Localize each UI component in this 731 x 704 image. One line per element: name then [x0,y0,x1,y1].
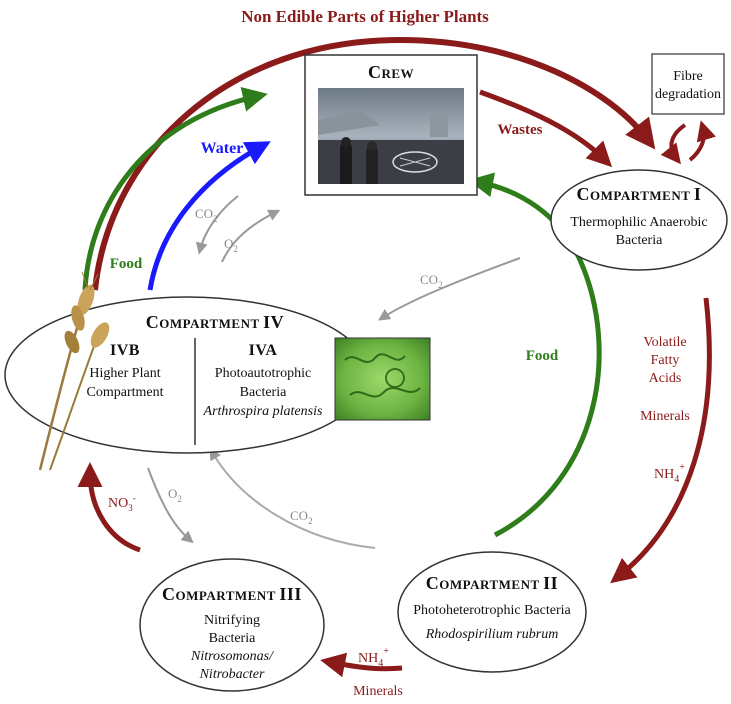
comp4-a-head: IVA [249,342,278,359]
co2-arrow-comp2-to-comp4 [209,447,376,549]
comp4-title-rest: OMPARTMENT [159,316,263,331]
crew-box: CREW [304,54,478,196]
nh4-bottom-arrow [320,652,403,678]
co2-arrow-crew-down [195,195,239,255]
comp3-title-rest: OMPARTMENT [176,588,280,603]
compartment-3: COMPARTMENT III Nitrifying Bacteria Nitr… [139,558,325,692]
comp1-line2: Bacteria [616,233,663,248]
co2-arrow-comp1-to-comp4 [377,257,521,321]
comp4-a-line2: Bacteria [240,385,287,400]
comp1-line1: Thermophilic Anaerobic [570,215,707,230]
food-label-left: Food [110,256,143,272]
nh4-label-bottom: NH4+ [358,646,389,669]
comp1-title-initial: C [577,184,591,204]
comp3-line1: Nitrifying [204,613,260,628]
diagram-title: Non Edible Parts of Higher Plants [241,7,489,26]
comp2-line2: Rhodospirilium rubrum [425,627,559,642]
comp3-line2: Bacteria [209,631,256,646]
comp4-a-line3: Arthrospira platensis [203,404,323,419]
crew-title-initial: C [368,62,382,82]
comp4-b-head: IVB [110,342,140,359]
comp1-title-rest: OMPARTMENT [590,188,694,203]
svg-text:COMPARTMENT IV: COMPARTMENT IV [146,312,284,332]
fibre-line2: degradation [655,87,721,102]
co2-label-bottom: CO2 [290,508,313,526]
fibre-arrow-up [688,120,717,162]
vfa-line1: Volatile [643,335,686,350]
vfa-line2: Fatty [651,353,680,368]
food-arrow-right [468,172,602,538]
comp4-b-line1: Higher Plant [89,366,160,381]
comp1-title-num: I [694,184,702,204]
co2-label-crew: CO2 [195,206,218,224]
no3-label: NO3- [108,493,136,513]
crew-title-rest: REW [381,66,414,81]
svg-text:CREW: CREW [368,62,414,82]
comp4-a-line1: Photoautotrophic [215,366,311,381]
comp4-title-num: IV [263,312,284,332]
comp3-title-num: III [279,584,302,604]
spirulina-photo [334,337,431,421]
comp1-to-comp2-arrow [610,297,712,584]
food-arrow-left [82,87,268,291]
comp2-title-num: II [543,573,558,593]
no3-arrow [77,462,141,553]
fibre-line1: Fibre [673,69,703,84]
food-label-right: Food [526,348,559,364]
o2-arrow-up [221,209,281,263]
minerals-label-bottom: Minerals [353,684,403,699]
comp3-line4: Nitrobacter [199,667,265,682]
comp2-title-initial: C [426,573,440,593]
svg-text:COMPARTMENT II: COMPARTMENT II [426,573,558,593]
svg-text:COMPARTMENT III: COMPARTMENT III [162,584,302,604]
crew-photo [318,88,464,184]
water-label: Water [201,140,244,157]
comp3-title-initial: C [162,584,176,604]
vfa-line3: Acids [649,371,682,386]
o2-arrow-to-comp3 [147,467,194,544]
o2-label-bottom: O2 [168,486,182,504]
svg-text:COMPARTMENT I: COMPARTMENT I [577,184,702,204]
comp2-line1: Photoheterotrophic Bacteria [413,603,571,618]
comp2-title-rest: OMPARTMENT [439,577,543,592]
wastes-arrow [479,89,613,168]
wastes-label: Wastes [498,122,543,138]
comp4-title-initial: C [146,312,160,332]
nh4-label-right: NH4+ [654,462,685,485]
non-edible-arrow [92,36,656,291]
wheat-plant-icon [38,271,110,471]
o2-label-top: O2 [224,236,238,254]
compartment-2: COMPARTMENT II Photoheterotrophic Bacter… [397,551,587,673]
compartment-1: COMPARTMENT I Thermophilic Anaerobic Bac… [550,169,728,271]
co2-label-right: CO2 [420,272,443,290]
compartment-4: COMPARTMENT IV IVB Higher Plant Compartm… [4,296,370,454]
minerals-label-right: Minerals [640,409,690,424]
comp3-line3: Nitrosomonas/ [190,649,274,664]
comp4-b-line2: Compartment [87,385,164,400]
fibre-degradation-box: Fibre degradation [651,53,725,115]
water-arrow [147,141,271,291]
fibre-arrow-down [660,123,687,165]
